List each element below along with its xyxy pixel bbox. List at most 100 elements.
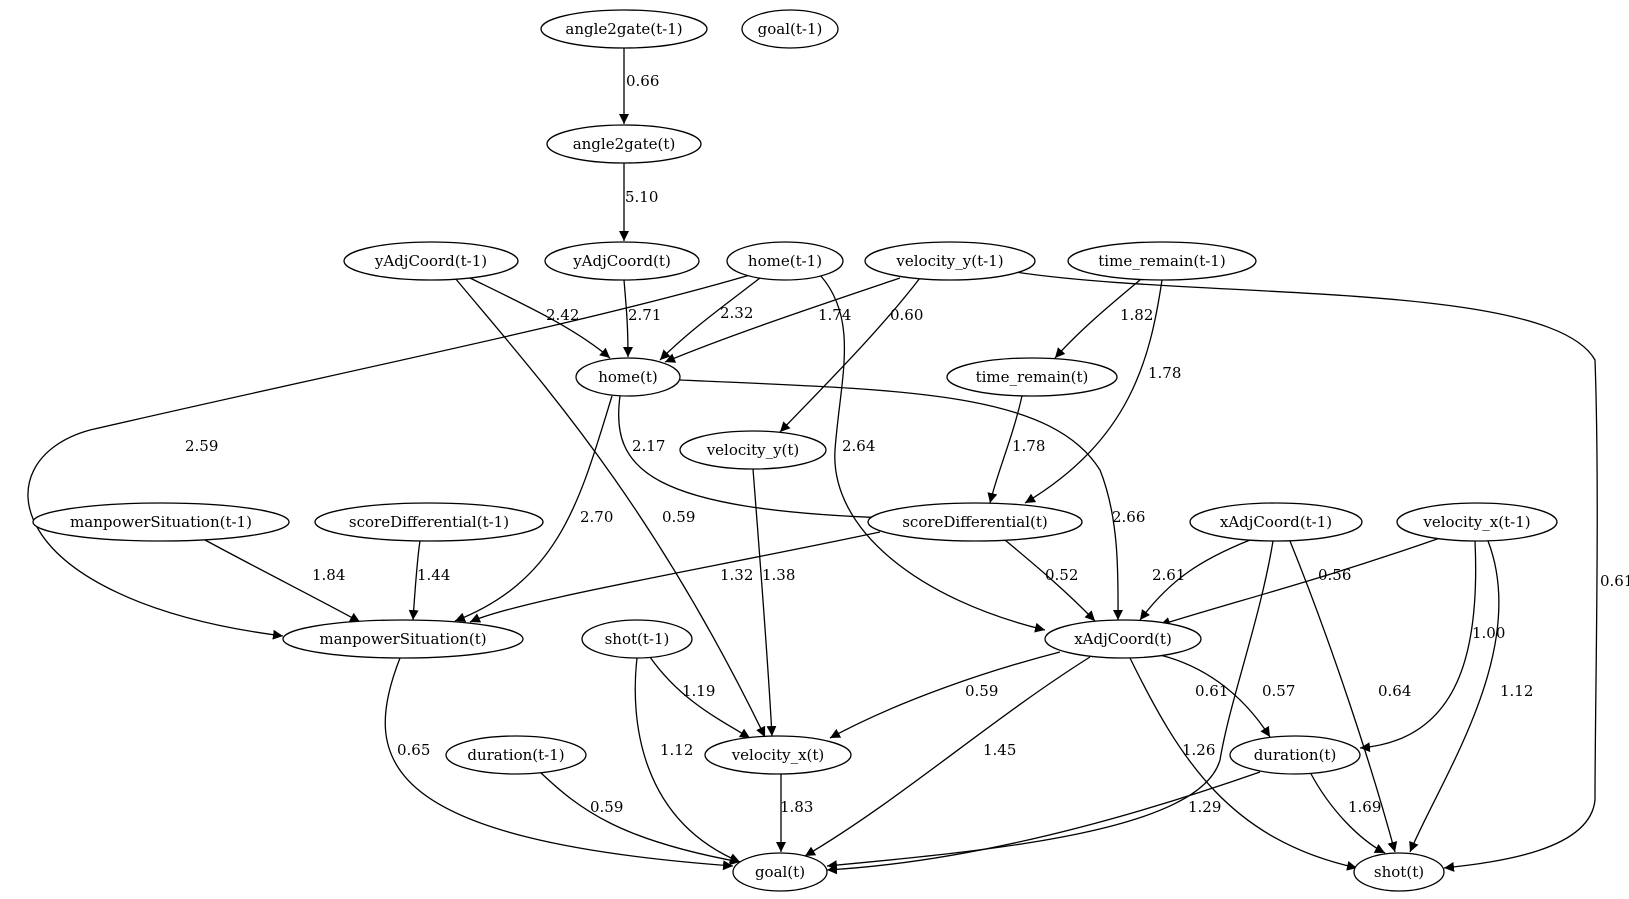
node-time[interactable]: time_remain(t) bbox=[946, 357, 1118, 397]
edge-arrow bbox=[539, 771, 741, 866]
edge-weight-label: 1.26 bbox=[1182, 741, 1215, 759]
edge-yAdj_prev-to-home: 2.42 bbox=[469, 277, 611, 359]
edge-home-to-score: 2.17 bbox=[618, 395, 891, 523]
node-ellipse bbox=[679, 430, 827, 470]
edge-arrow bbox=[469, 531, 881, 623]
edge-weight-label: 0.59 bbox=[590, 798, 623, 816]
node-label: goal(t-1) bbox=[758, 20, 823, 38]
edge-velx_prev-to-dur: 1.00 bbox=[1359, 540, 1505, 753]
edge-velx_prev-to-xAdj: 0.56 bbox=[1159, 537, 1441, 627]
edge-weight-label: 1.00 bbox=[1472, 624, 1505, 642]
edge-dur-to-shot: 1.69 bbox=[1309, 771, 1386, 854]
node-dur[interactable]: duration(t) bbox=[1229, 735, 1361, 775]
edge-velx-to-goal: 1.83 bbox=[776, 774, 813, 852]
edge-yAdj_prev-to-velx: 0.59 bbox=[454, 277, 766, 738]
edge-arrow bbox=[204, 539, 361, 623]
edge-shot_prev-to-goal: 1.12 bbox=[634, 657, 741, 863]
node-vely[interactable]: velocity_y(t) bbox=[679, 430, 827, 470]
node-xAdj[interactable]: xAdjCoord(t) bbox=[1044, 619, 1202, 659]
edge-arrow bbox=[804, 656, 1091, 857]
edge-weight-label: 2.32 bbox=[720, 304, 753, 322]
edge-vely_prev-to-shot: 0.61 bbox=[1014, 271, 1629, 872]
node-angle2gate[interactable]: angle2gate(t) bbox=[546, 124, 702, 164]
edge-weight-label: 2.64 bbox=[842, 437, 875, 455]
node-ellipse bbox=[741, 9, 839, 49]
node-manp_prev[interactable]: manpowerSituation(t-1) bbox=[32, 502, 290, 542]
edge-weight-label: 0.61 bbox=[1600, 572, 1629, 590]
node-goal[interactable]: goal(t) bbox=[732, 852, 828, 892]
node-ellipse bbox=[575, 357, 681, 397]
edge-arrow bbox=[1024, 279, 1163, 504]
node-velx_prev[interactable]: velocity_x(t-1) bbox=[1396, 502, 1558, 542]
node-vely_prev[interactable]: velocity_y(t-1) bbox=[864, 241, 1036, 281]
edge-score-to-manp: 1.32 bbox=[469, 531, 881, 623]
edge-weight-label: 1.74 bbox=[818, 306, 851, 324]
edge-weight-label: 0.60 bbox=[890, 306, 923, 324]
edge-arrow bbox=[454, 277, 766, 738]
node-label: velocity_x(t-1) bbox=[1422, 513, 1530, 531]
edge-angle2gate_prev-to-angle2gate: 0.66 bbox=[619, 48, 659, 124]
edge-time-to-score: 1.78 bbox=[987, 395, 1045, 504]
node-yAdj[interactable]: yAdjCoord(t) bbox=[544, 241, 700, 281]
node-manp[interactable]: manpowerSituation(t) bbox=[282, 619, 524, 659]
edge-weight-label: 2.61 bbox=[1152, 566, 1185, 584]
edge-weight-label: 0.59 bbox=[662, 508, 695, 526]
edge-xAdj-to-velx: 0.59 bbox=[829, 651, 1061, 739]
edge-xAdj_prev-to-goal: 0.61 bbox=[826, 540, 1274, 871]
node-score_prev[interactable]: scoreDifferential(t-1) bbox=[314, 502, 544, 542]
edge-weight-label: 1.45 bbox=[983, 741, 1016, 759]
edge-arrow bbox=[1139, 539, 1251, 621]
edge-weight-label: 1.84 bbox=[312, 566, 345, 584]
node-yAdj_prev[interactable]: yAdjCoord(t-1) bbox=[343, 241, 519, 281]
edge-weight-label: 1.12 bbox=[1500, 682, 1533, 700]
edge-home-to-xAdj: 2.66 bbox=[679, 379, 1145, 621]
edge-arrow bbox=[408, 540, 421, 621]
edge-manp_prev-to-manp: 1.84 bbox=[204, 539, 361, 623]
edge-home_prev-to-home: 2.32 bbox=[659, 277, 761, 361]
edge-weight-label: 1.44 bbox=[417, 566, 450, 584]
edge-weight-label: 1.12 bbox=[660, 741, 693, 759]
node-label: scoreDifferential(t) bbox=[902, 513, 1048, 531]
node-score[interactable]: scoreDifferential(t) bbox=[867, 502, 1083, 542]
node-label: scoreDifferential(t-1) bbox=[349, 513, 509, 531]
edge-weight-label: 0.59 bbox=[965, 682, 998, 700]
edge-arrow bbox=[1309, 771, 1386, 854]
edge-vely-to-velx: 1.38 bbox=[752, 468, 795, 737]
edge-shot_prev-to-velx: 1.19 bbox=[649, 656, 751, 739]
node-xAdj_prev[interactable]: xAdjCoord(t-1) bbox=[1189, 502, 1363, 542]
node-time_prev[interactable]: time_remain(t-1) bbox=[1067, 241, 1257, 281]
edge-home_prev-to-manp: 2.59 bbox=[27, 271, 761, 640]
edge-xAdj-to-dur: 0.57 bbox=[1159, 654, 1295, 738]
edge-dur-to-goal: 1.29 bbox=[826, 771, 1261, 875]
node-goal_prev[interactable]: goal(t-1) bbox=[741, 9, 839, 49]
edge-time_prev-to-time: 1.82 bbox=[1054, 279, 1153, 359]
edge-arrow bbox=[1054, 279, 1141, 359]
node-shot[interactable]: shot(t) bbox=[1353, 852, 1445, 892]
node-label: duration(t-1) bbox=[467, 746, 564, 764]
edge-arrow bbox=[752, 468, 777, 737]
edge-angle2gate-to-yAdj: 5.10 bbox=[619, 163, 658, 241]
edge-weight-label: 1.78 bbox=[1148, 364, 1181, 382]
node-label: yAdjCoord(t-1) bbox=[374, 252, 487, 270]
node-label: velocity_y(t-1) bbox=[895, 252, 1003, 270]
node-label: manpowerSituation(t) bbox=[319, 630, 486, 648]
node-label: time_remain(t-1) bbox=[1098, 252, 1225, 270]
edge-score-to-xAdj: 0.52 bbox=[1004, 539, 1096, 622]
node-ellipse bbox=[546, 124, 702, 164]
node-dur_prev[interactable]: duration(t-1) bbox=[445, 735, 587, 775]
node-velx[interactable]: velocity_x(t) bbox=[704, 735, 852, 775]
node-label: manpowerSituation(t-1) bbox=[70, 513, 252, 531]
edge-weight-label: 1.29 bbox=[1188, 798, 1221, 816]
node-home_prev[interactable]: home(t-1) bbox=[726, 241, 844, 281]
node-angle2gate_prev[interactable]: angle2gate(t-1) bbox=[540, 9, 708, 49]
node-home[interactable]: home(t) bbox=[575, 357, 681, 397]
edge-arrow bbox=[1129, 657, 1358, 871]
edge-arrow bbox=[819, 274, 1046, 633]
edge-weight-label: 2.70 bbox=[580, 508, 613, 526]
node-label: yAdjCoord(t) bbox=[572, 252, 671, 270]
node-ellipse bbox=[314, 502, 544, 542]
node-shot_prev[interactable]: shot(t-1) bbox=[581, 619, 693, 659]
edge-weight-label: 2.66 bbox=[1112, 508, 1145, 526]
